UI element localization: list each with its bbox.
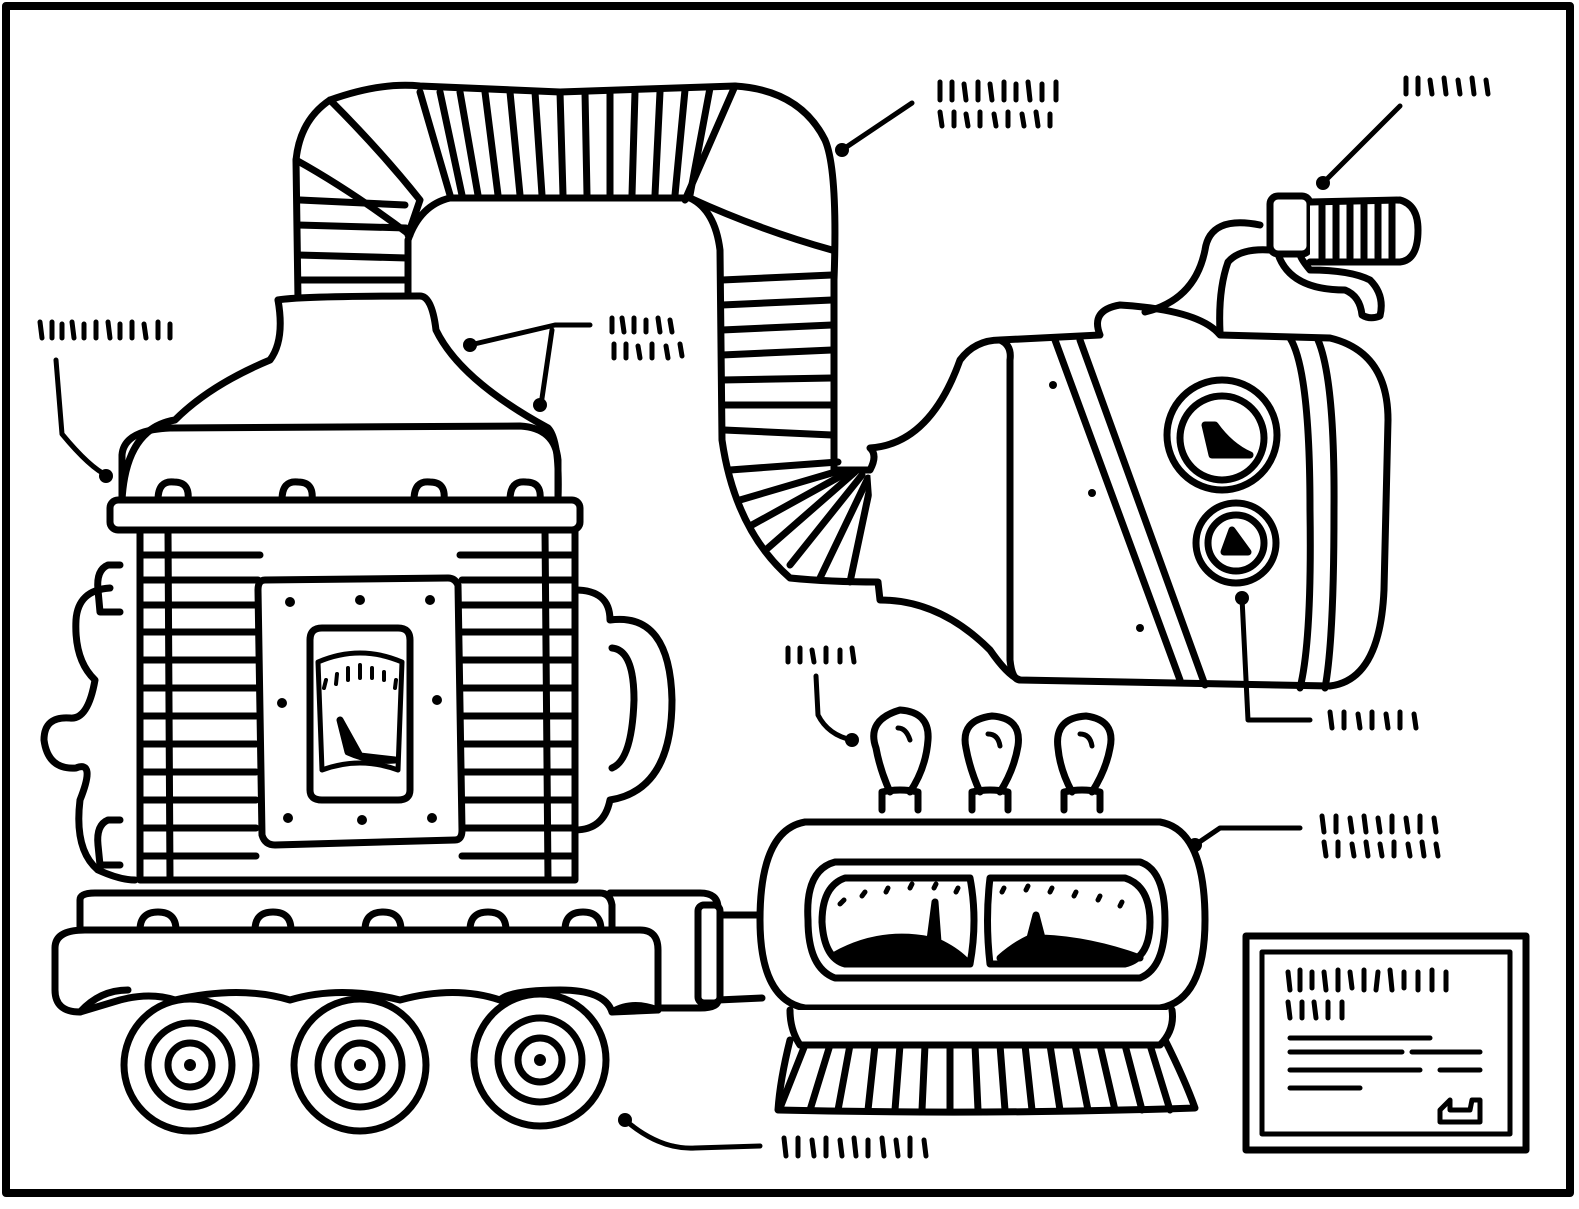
callout-knobs (785, 645, 859, 747)
callout-cap (463, 315, 685, 412)
callout-dial (1235, 591, 1419, 731)
callout-meter (1188, 813, 1441, 859)
brush-base (774, 1006, 1199, 1116)
callout-boiler-top (37, 319, 173, 483)
scribble-label (781, 1135, 929, 1159)
boiler-tank (40, 292, 676, 884)
twin-meter-unit (756, 818, 1209, 1012)
wheel-3 (470, 990, 610, 1130)
callout-valve (1316, 75, 1491, 190)
callout-cart (618, 1113, 929, 1159)
wheel-2 (290, 995, 430, 1135)
scribble-label (37, 319, 173, 341)
boiler-gauge-panel (254, 574, 466, 849)
scribble-label (1327, 709, 1419, 731)
valve-spout (1141, 192, 1422, 336)
flex-duct-pipe (292, 81, 882, 586)
wheel-1 (120, 995, 260, 1135)
scribble-label (785, 645, 857, 665)
scribble-label (609, 315, 685, 361)
scribble-label (1319, 813, 1441, 859)
toggle-knobs (870, 706, 1115, 814)
scribble-label (1403, 75, 1491, 97)
callout-duct (835, 79, 1059, 157)
wheeled-cart (51, 889, 766, 1135)
capsule-dial-small (1192, 499, 1280, 587)
scribble-label (937, 79, 1059, 129)
nameplate (1242, 932, 1530, 1154)
capsule-dial-large (1163, 376, 1281, 494)
